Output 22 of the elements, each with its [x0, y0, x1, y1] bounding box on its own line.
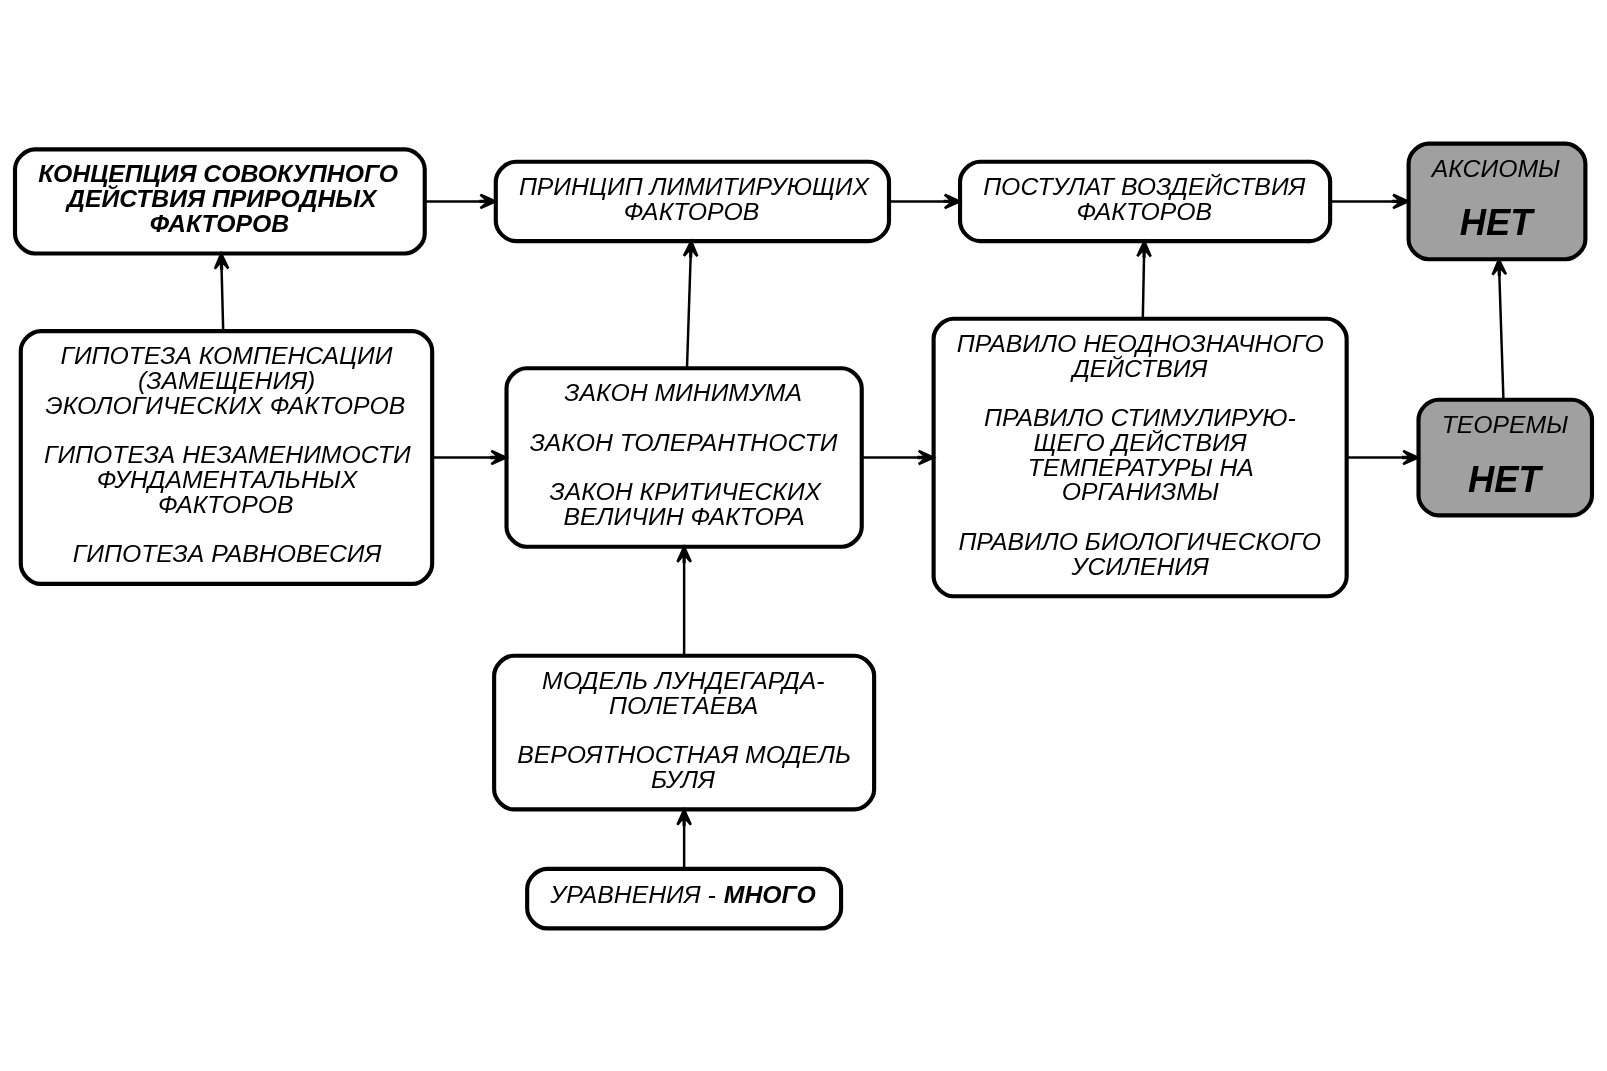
arrow: [1330, 193, 1410, 209]
node-box: ТЕОРЕМЫ НЕТ: [1416, 397, 1595, 517]
arrow: [676, 808, 693, 869]
node-box: ПОСТУЛАТ ВОЗДЕЙСТВИЯ ФАКТОРОВ: [957, 159, 1333, 243]
arrow: [889, 193, 961, 209]
node-box: ПРИНЦИП ЛИМИТИРУЮЩИХ ФАКТОРОВ: [493, 159, 892, 243]
node-box: АКСИОМЫ НЕТ: [1406, 141, 1588, 261]
arrow: [213, 252, 230, 331]
arrow: [424, 193, 497, 209]
arrow: [682, 239, 699, 368]
arrow: [1346, 449, 1420, 465]
node-box: МОДЕЛЬ ЛУНДЕГАРДА- ПОЛЕТАЕВА ВЕРОЯТНОСТНАЯ МОДЕЛЬ БУЛЯ: [492, 653, 877, 811]
arrow: [1491, 257, 1508, 399]
arrow: [861, 449, 935, 465]
arrow: [676, 545, 693, 655]
node-box: ПРАВИЛО НЕОДНОЗНАЧНОГО ДЕЙСТВИЯ ПРАВИЛО СТИМУЛИРУЮ- ЩЕГО ДЕЙСТВИЯ ТЕМПЕРАТУРЫ НА ОРГАНИЗМЫ ПРАВИЛО БИОЛОГИЧЕСКОГО УСИЛЕНИЯ: [931, 316, 1349, 598]
node-box: ЗАКОН МИНИМУМА ЗАКОН ТОЛЕРАНТНОСТИ ЗАКОН КРИТИЧЕСКИХ ВЕЛИЧИН ФАКТОРА: [504, 365, 864, 549]
node-box: КОНЦЕПЦИЯ СОВОКУПНОГО ДЕЙСТВИЯ ПРИРОДНЫХ ФАКТОРОВ: [12, 146, 427, 256]
arrow: [1136, 239, 1152, 318]
arrow: [432, 449, 508, 465]
node-box: УРАВНЕНИЯ - МНОГО: [525, 866, 844, 930]
node-box: ГИПОТЕЗА КОМПЕНСАЦИИ (ЗАМЕЩЕНИЯ) ЭКОЛОГИЧЕСКИХ ФАКТОРОВ ГИПОТЕЗА НЕЗАМЕНИМОСТИ ФУНДАМЕНТАЛЬНЫХ ФАКТОРОВ ГИПОТЕЗА РАВНОВЕСИЯ: [18, 328, 435, 586]
